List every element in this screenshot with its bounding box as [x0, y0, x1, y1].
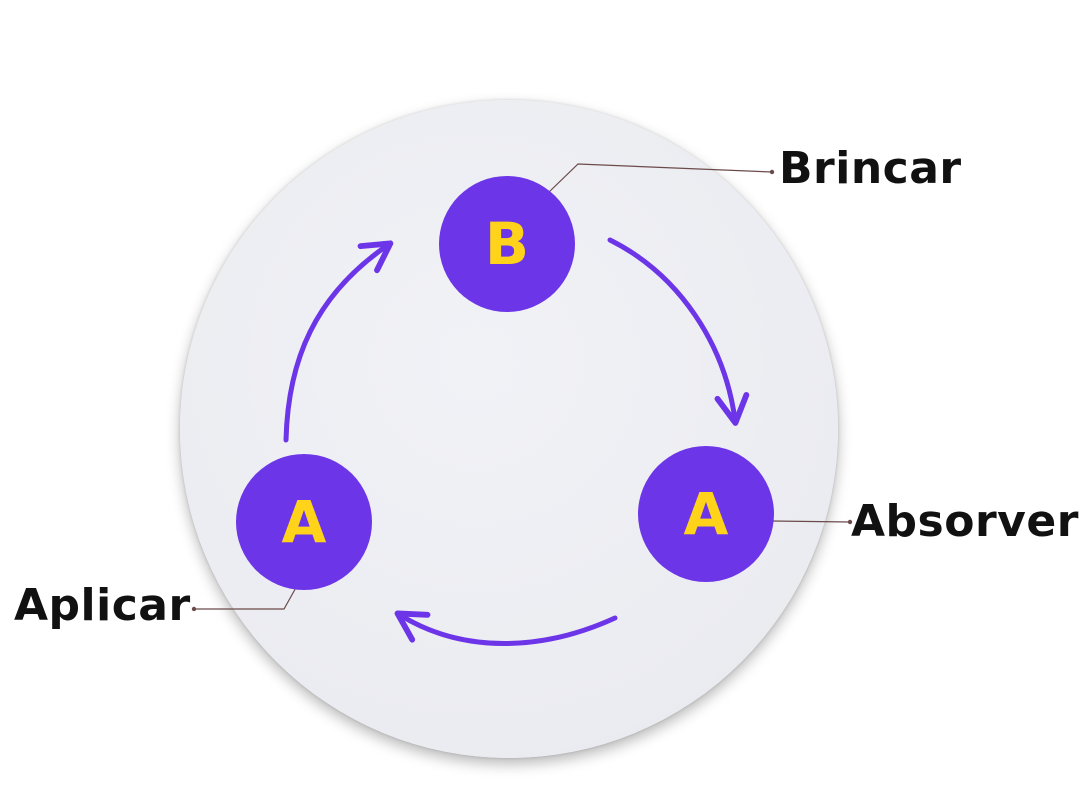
node-absorver-letter: A	[683, 480, 729, 548]
arrow-absorver-to-aplicar	[394, 610, 618, 646]
label-aplicar: Aplicar	[14, 580, 191, 631]
node-aplicar-letter: A	[281, 488, 327, 556]
label-absorver: Absorver	[851, 496, 1079, 547]
arrow-brincar-to-absorver	[607, 237, 750, 426]
leader-line-absorver	[771, 519, 853, 525]
node-aplicar: A	[236, 454, 372, 590]
leader-line-aplicar	[191, 583, 299, 612]
node-brincar: B	[439, 176, 575, 312]
node-brincar-letter: B	[484, 210, 530, 278]
label-brincar: Brincar	[779, 143, 962, 194]
leader-line-brincar	[547, 163, 775, 194]
node-absorver: A	[638, 446, 774, 582]
arrow-aplicar-to-brincar	[283, 240, 394, 443]
